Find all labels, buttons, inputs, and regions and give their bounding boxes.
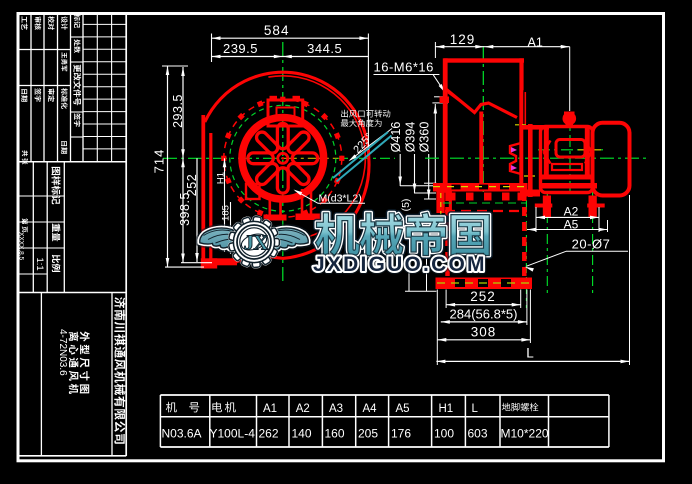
svg-text:16-M6*16: 16-M6*16	[374, 60, 434, 75]
svg-text:A4: A4	[363, 403, 378, 415]
svg-text:JX: JX	[244, 231, 269, 255]
svg-text:A1: A1	[528, 36, 543, 50]
svg-text:H1: H1	[216, 172, 227, 184]
svg-text:(5): (5)	[400, 199, 412, 212]
svg-text:308: 308	[471, 325, 497, 340]
svg-text:252: 252	[185, 174, 199, 196]
svg-text:239.5: 239.5	[223, 41, 258, 56]
svg-text:140: 140	[292, 427, 312, 441]
svg-text:1:1: 1:1	[34, 258, 45, 271]
svg-text:584: 584	[264, 23, 290, 38]
svg-text:160: 160	[325, 427, 345, 441]
svg-text:M(d3*L2): M(d3*L2)	[319, 193, 362, 205]
svg-text:L: L	[472, 403, 479, 415]
svg-text:Ø394: Ø394	[404, 122, 418, 153]
svg-text:603: 603	[468, 427, 488, 441]
svg-text:A1: A1	[263, 403, 277, 415]
svg-text:205: 205	[358, 427, 378, 441]
svg-text:A5: A5	[396, 403, 410, 415]
svg-text:176: 176	[391, 427, 411, 441]
svg-text:Ø416: Ø416	[389, 122, 403, 153]
svg-text:293.5: 293.5	[171, 94, 185, 128]
svg-text:714: 714	[152, 149, 167, 174]
svg-text:252: 252	[470, 289, 496, 304]
svg-text:JXDIGUO.COM: JXDIGUO.COM	[313, 253, 485, 276]
svg-text:344.5: 344.5	[307, 41, 342, 56]
svg-text:JXDIGUO.COM: JXDIGUO.COM	[313, 253, 485, 276]
svg-text:A2: A2	[296, 403, 310, 415]
svg-text:129: 129	[450, 32, 476, 47]
svg-text:H1: H1	[439, 403, 454, 415]
svg-text:262: 262	[259, 427, 279, 441]
svg-text:284(56.8*5): 284(56.8*5)	[450, 306, 518, 321]
svg-text:N03.6A: N03.6A	[162, 427, 202, 441]
svg-text:Ø360: Ø360	[418, 122, 432, 153]
svg-text:A2: A2	[564, 205, 579, 219]
svg-text:4-72N03.6: 4-72N03.6	[57, 329, 68, 376]
svg-text:398.5: 398.5	[178, 192, 192, 226]
svg-text:20-Ø7: 20-Ø7	[572, 237, 611, 252]
svg-text:M10*220: M10*220	[501, 427, 549, 441]
svg-text:A3: A3	[329, 403, 343, 415]
svg-text:L: L	[526, 346, 534, 361]
svg-text:100: 100	[434, 427, 454, 441]
svg-text:JX: JX	[244, 231, 269, 255]
svg-text:A5: A5	[564, 218, 579, 232]
svg-text:Y100L-4: Y100L-4	[210, 427, 256, 441]
svg-text:185: 185	[221, 205, 232, 221]
svg-text:XXXX.8.5: XXXX.8.5	[18, 232, 25, 261]
